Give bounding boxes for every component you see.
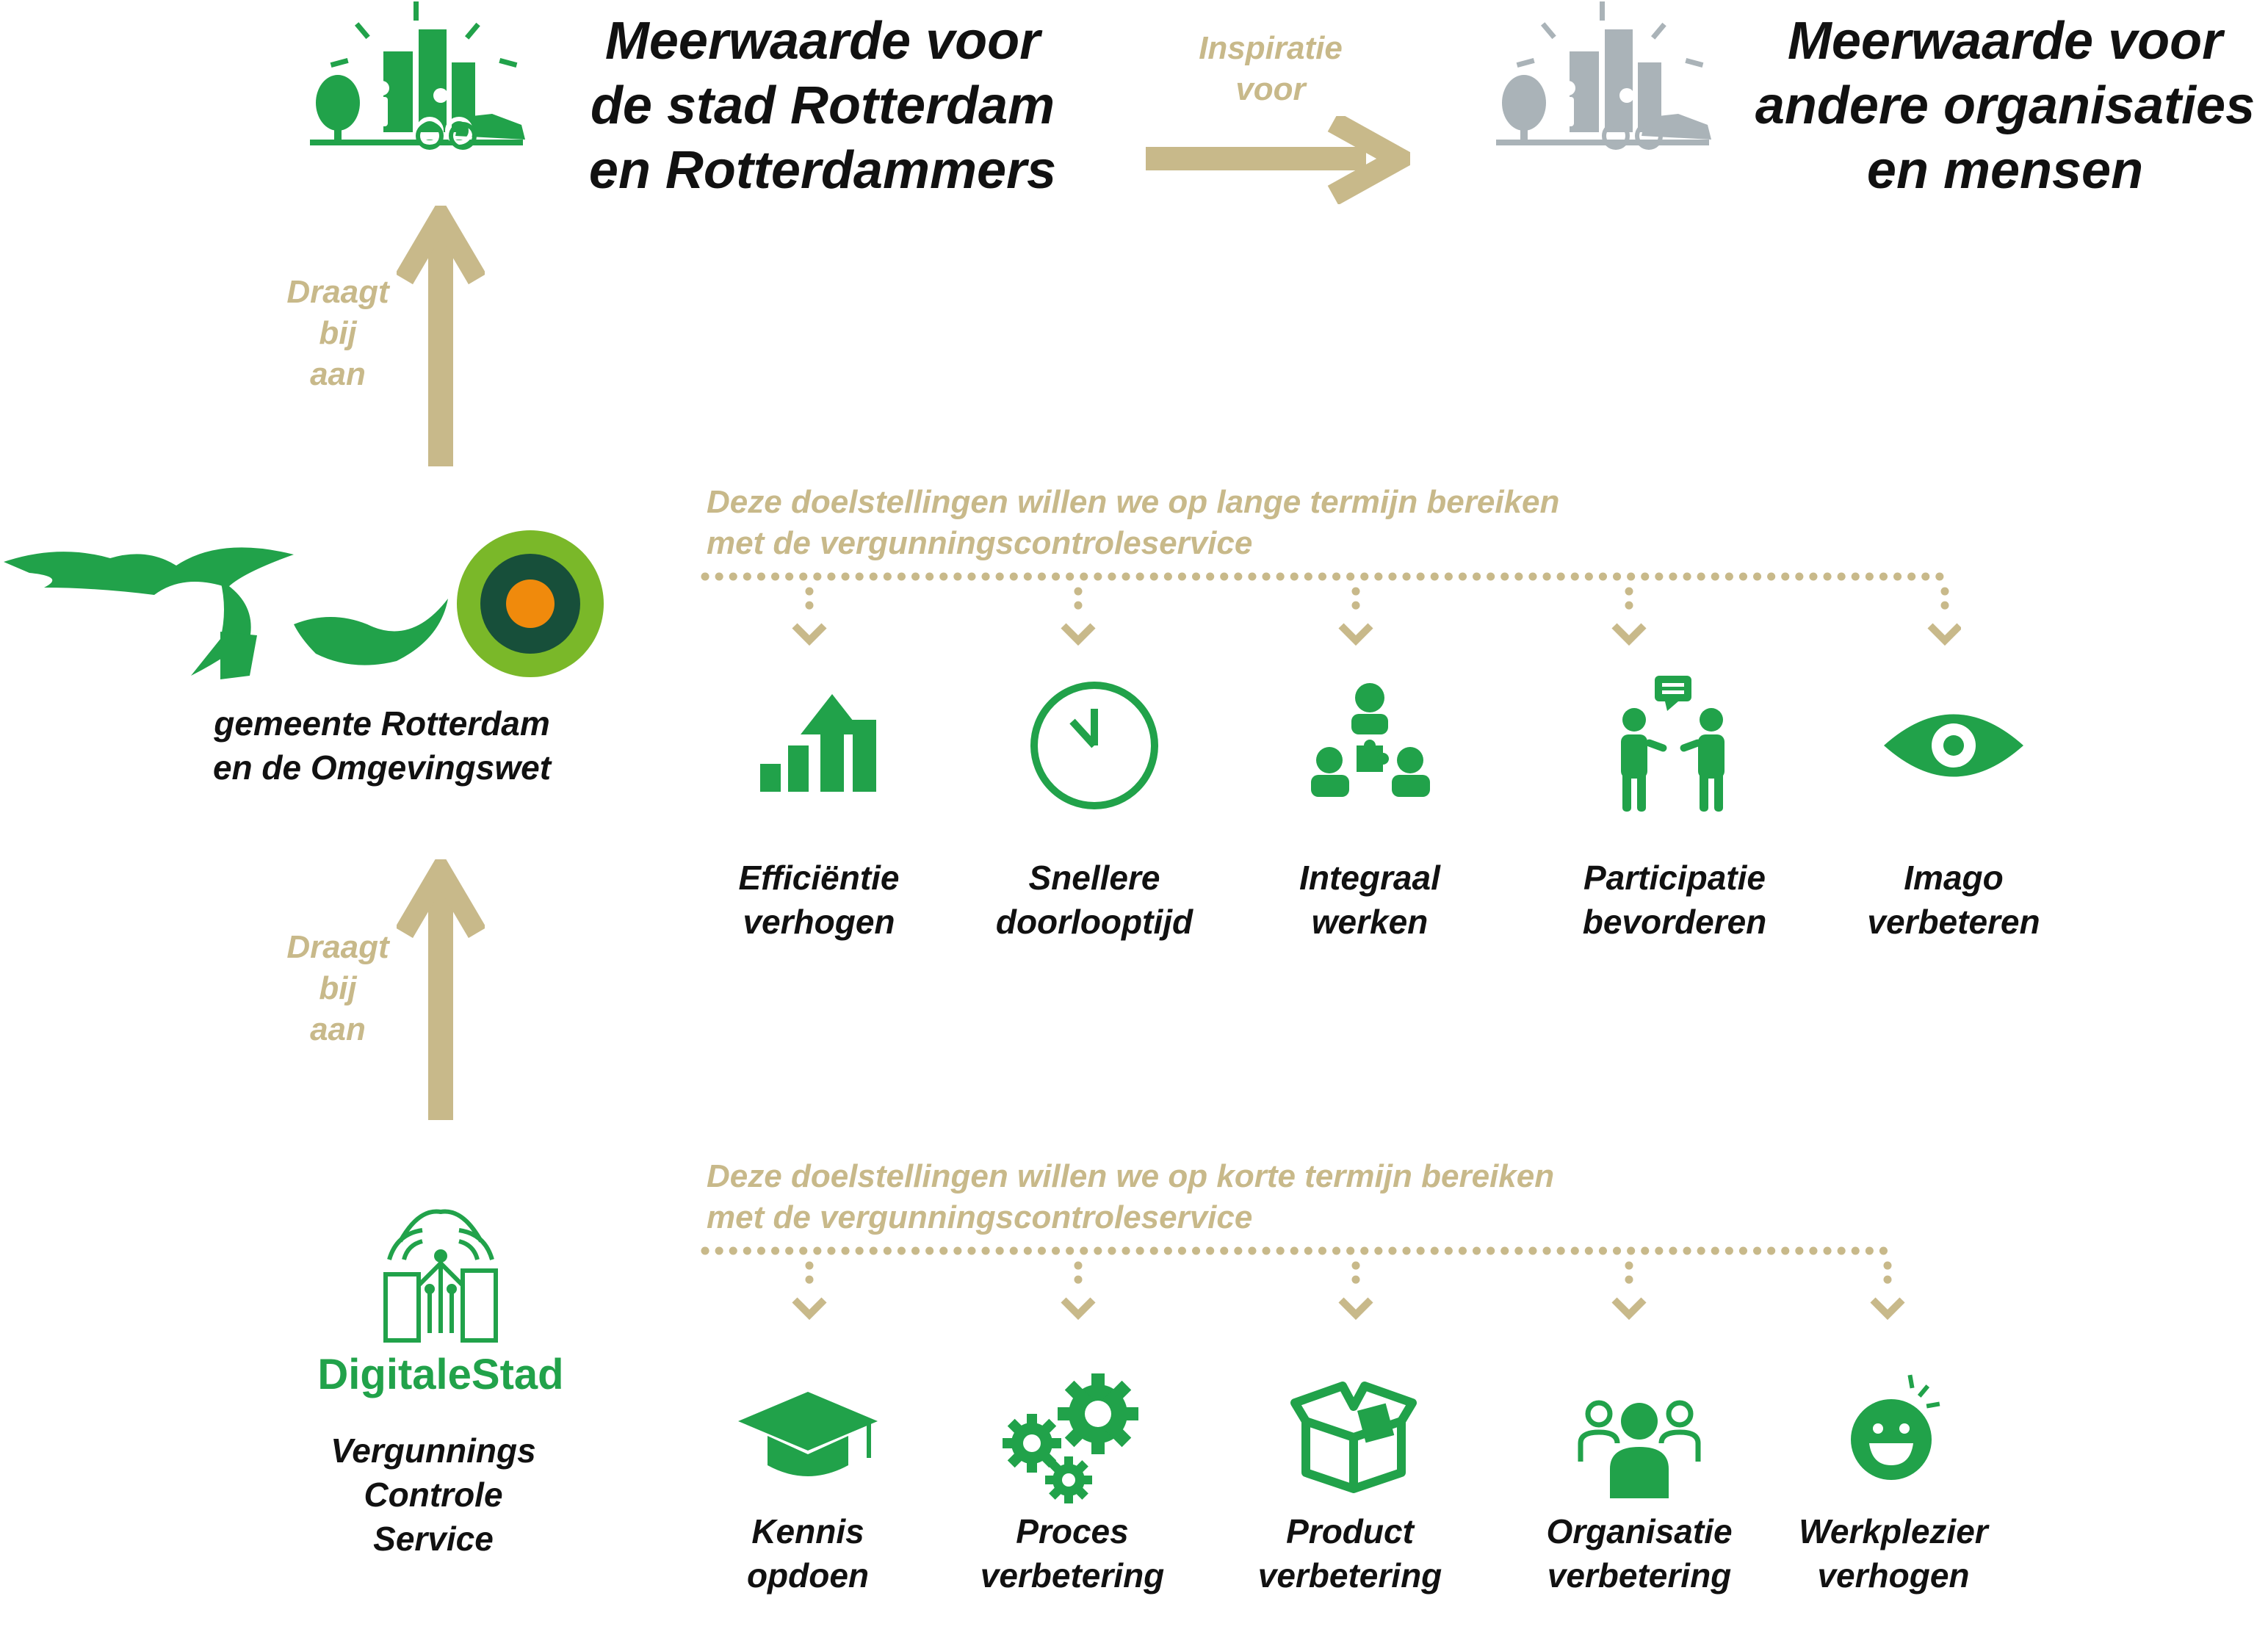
others-value-headline: Meerwaarde voor andere organisaties en m… bbox=[1741, 9, 2268, 203]
short-term-goal: Kennis opdoen bbox=[654, 1373, 962, 1616]
label-line: Inspiratie bbox=[1199, 30, 1343, 66]
label-line: Werkplezier bbox=[1799, 1512, 1988, 1550]
long-term-goal: Imago verbeteren bbox=[1799, 668, 2108, 955]
up-arrow bbox=[397, 859, 485, 1120]
headline-line: Meerwaarde voor bbox=[1787, 12, 2223, 71]
label-line: bij bbox=[319, 315, 357, 351]
label-line: Vergunnings bbox=[331, 1431, 536, 1470]
short-term-goal: Organisatie verbetering bbox=[1485, 1373, 1794, 1616]
service-name: Vergunnings Controle Service bbox=[286, 1429, 580, 1561]
gears-icon bbox=[999, 1373, 1146, 1506]
omgevingswet-logo bbox=[455, 529, 606, 679]
label-line: verbetering bbox=[1547, 1556, 1732, 1595]
long-term-connector bbox=[698, 566, 1961, 654]
short-term-goal: Werkplezier verhogen bbox=[1739, 1373, 2048, 1616]
label-line: opdoen bbox=[746, 1556, 870, 1595]
label-line: gemeente Rotterdam bbox=[214, 704, 550, 743]
goal-label: Kennis opdoen bbox=[654, 1509, 962, 1597]
label-line: Imago bbox=[1904, 859, 2004, 897]
label-line: voor bbox=[1235, 71, 1306, 107]
long-term-intro: Deze doelstellingen willen we op lange t… bbox=[707, 482, 1559, 564]
long-term-goal: Efficiëntie verhogen bbox=[665, 668, 973, 955]
right-arrow bbox=[1146, 116, 1410, 204]
label-line: werken bbox=[1311, 903, 1429, 941]
label-line: Proces bbox=[1016, 1512, 1129, 1550]
contributes-label: Draagt bij aan bbox=[264, 272, 411, 395]
label-line: bij bbox=[319, 970, 357, 1006]
label-line: Product bbox=[1286, 1512, 1414, 1550]
goal-label: Product verbetering bbox=[1196, 1509, 1504, 1597]
label-line: bevorderen bbox=[1582, 903, 1767, 941]
bar-chart-growth-icon bbox=[753, 683, 885, 793]
label-line: verbetering bbox=[980, 1556, 1165, 1595]
label-line: verbeteren bbox=[1867, 903, 2040, 941]
digitalestad-logo-text: DigitaleStad bbox=[317, 1351, 564, 1398]
organization-name: gemeente Rotterdam en de Omgevingswet bbox=[176, 701, 588, 790]
goal-label: Integraal werken bbox=[1216, 856, 1524, 944]
headline-line: andere organisaties bbox=[1755, 76, 2256, 135]
label-line: aan bbox=[310, 1011, 366, 1047]
smiley-icon bbox=[1846, 1373, 1949, 1484]
short-term-connector bbox=[698, 1240, 1961, 1328]
goal-label: Organisatie verbetering bbox=[1485, 1509, 1794, 1597]
label-line: aan bbox=[310, 356, 366, 392]
up-arrow bbox=[397, 206, 485, 466]
label-line: met de vergunningscontroleservice bbox=[707, 525, 1253, 561]
city-value-headline: Meerwaarde voor de stad Rotterdam en Rot… bbox=[566, 9, 1080, 203]
goal-label: Participatie bevorderen bbox=[1520, 856, 1829, 944]
label-line: Controle bbox=[364, 1476, 503, 1514]
box-icon bbox=[1288, 1377, 1420, 1495]
label-line: verhogen bbox=[743, 903, 895, 941]
label-line: Kennis bbox=[751, 1512, 864, 1550]
headline-line: de stad Rotterdam bbox=[590, 76, 1055, 135]
label-line: Organisatie bbox=[1546, 1512, 1733, 1550]
label-line: en de Omgevingswet bbox=[212, 748, 552, 787]
city-icon bbox=[301, 0, 536, 158]
label-line: Deze doelstellingen willen we op lange t… bbox=[707, 484, 1560, 520]
label-line: Draagt bbox=[286, 929, 389, 965]
rotterdam-logo bbox=[0, 514, 455, 690]
long-term-goal: Integraal werken bbox=[1216, 668, 1524, 955]
headline-line: en mensen bbox=[1866, 141, 2144, 200]
inspiration-label: Inspiratie voor bbox=[1160, 28, 1381, 110]
label-line: Integraal bbox=[1299, 859, 1440, 897]
graduation-cap-icon bbox=[734, 1388, 881, 1484]
digitalestad-icon bbox=[375, 1205, 507, 1348]
goal-label: Proces verbetering bbox=[918, 1509, 1227, 1597]
label-line: verhogen bbox=[1817, 1556, 1970, 1595]
headline-line: Meerwaarde voor bbox=[604, 12, 1041, 71]
short-term-goal: Proces verbetering bbox=[918, 1373, 1227, 1616]
team-puzzle-icon bbox=[1304, 676, 1436, 808]
label-line: doorlooptijd bbox=[995, 903, 1193, 941]
goal-label: Imago verbeteren bbox=[1799, 856, 2108, 944]
long-term-goal: Participatie bevorderen bbox=[1520, 668, 1829, 955]
goal-label: Snellere doorlooptijd bbox=[940, 856, 1249, 944]
label-line: Service bbox=[373, 1520, 494, 1558]
clock-icon bbox=[1025, 676, 1164, 815]
label-line: Snellere bbox=[1028, 859, 1160, 897]
eye-icon bbox=[1880, 701, 2027, 790]
short-term-intro: Deze doelstellingen willen we op korte t… bbox=[707, 1156, 1554, 1238]
label-line: verbetering bbox=[1257, 1556, 1442, 1595]
short-term-goal: Product verbetering bbox=[1196, 1373, 1504, 1616]
label-line: Deze doelstellingen willen we op korte t… bbox=[707, 1158, 1555, 1194]
contributes-label: Draagt bij aan bbox=[264, 927, 411, 1050]
label-line: met de vergunningscontroleservice bbox=[707, 1199, 1253, 1235]
label-line: Participatie bbox=[1583, 859, 1766, 897]
label-line: Draagt bbox=[286, 274, 389, 310]
goal-label: Werkplezier verhogen bbox=[1739, 1509, 2048, 1597]
group-icon bbox=[1577, 1395, 1702, 1498]
city-grey-icon bbox=[1487, 0, 1722, 158]
headline-line: en Rotterdammers bbox=[588, 141, 1057, 200]
label-line: Efficiëntie bbox=[738, 859, 900, 897]
long-term-goal: Snellere doorlooptijd bbox=[940, 668, 1249, 955]
people-talking-icon bbox=[1612, 676, 1737, 815]
goal-label: Efficiëntie verhogen bbox=[665, 856, 973, 944]
